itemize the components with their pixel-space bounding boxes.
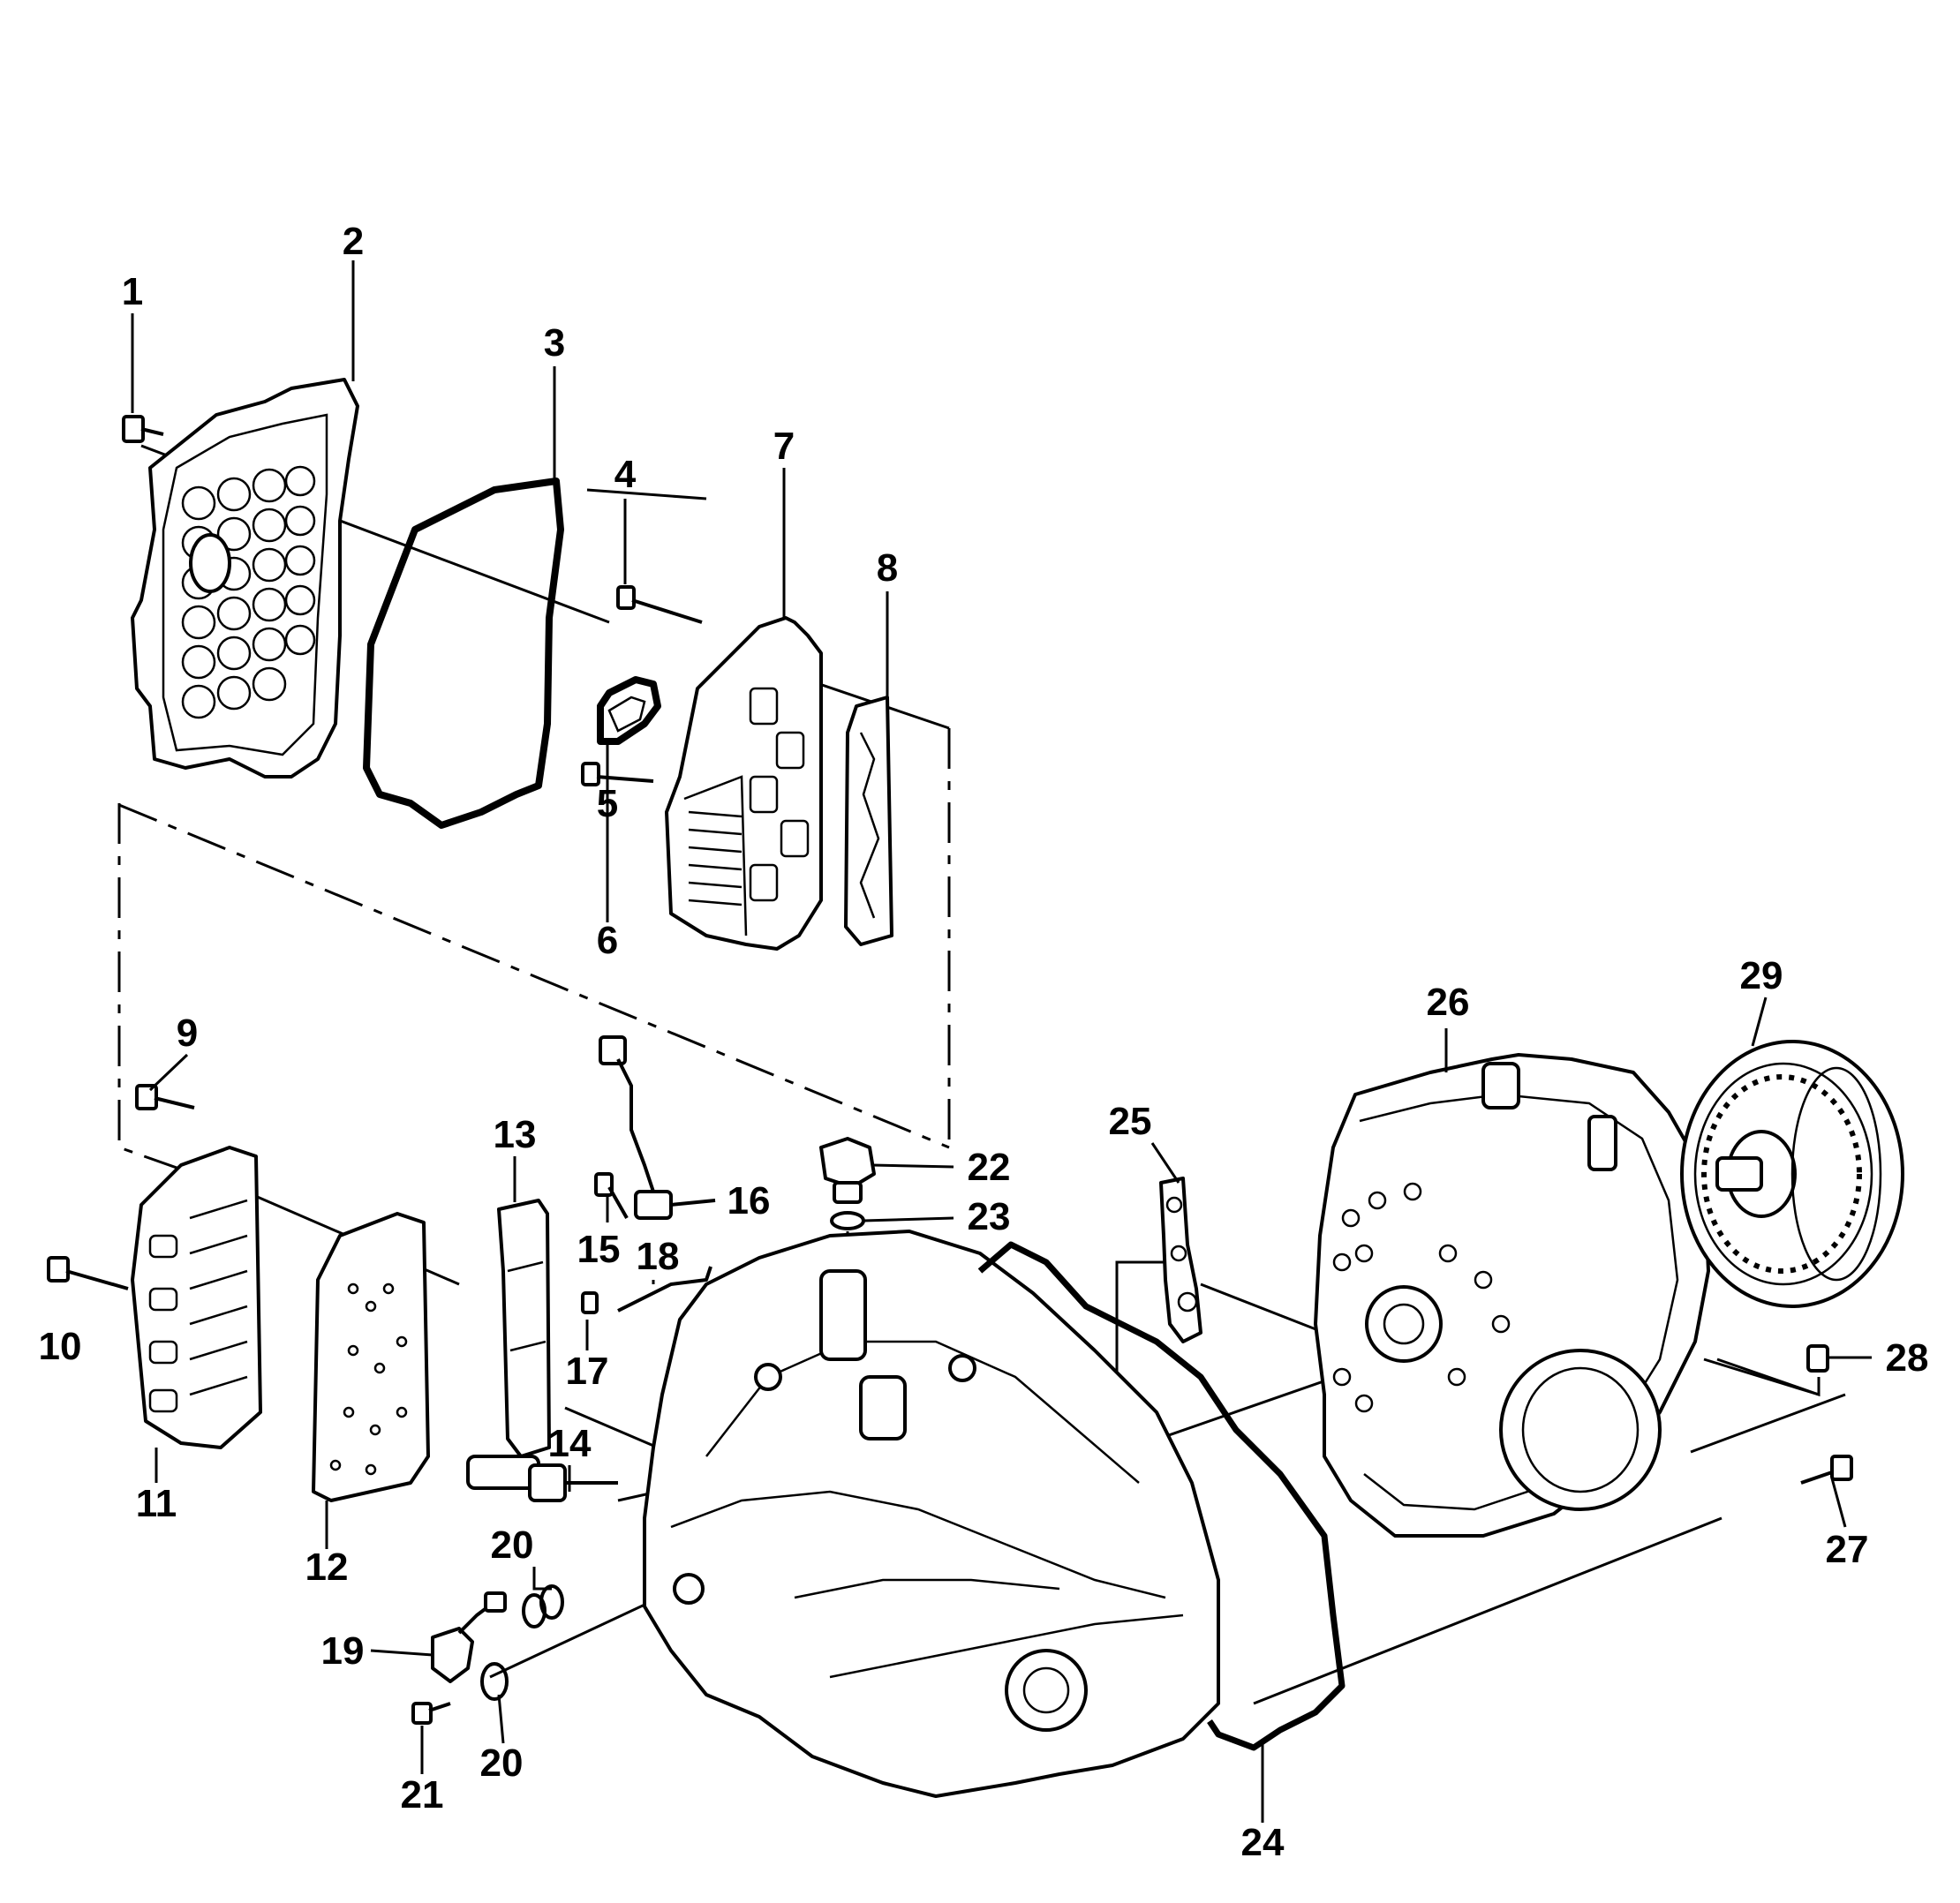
callout-8: 8 <box>877 546 898 590</box>
part-spacer-plate <box>844 696 893 946</box>
callout-4: 4 <box>614 453 637 496</box>
part-oring-20a <box>522 1584 564 1628</box>
callout-12: 12 <box>305 1546 349 1589</box>
callout-20-upper: 20 <box>491 1523 534 1567</box>
callout-28: 28 <box>1886 1336 1929 1380</box>
part-valve-body-cover <box>131 378 359 778</box>
part-cover-gasket <box>363 478 564 829</box>
part-bracket-18 <box>617 1266 712 1313</box>
callout-14: 14 <box>548 1422 592 1465</box>
part-control-valve-solenoid-body <box>665 616 823 951</box>
callout-11: 11 <box>136 1482 177 1525</box>
part-transmission-case <box>643 1230 1220 1798</box>
part-bolt-1 <box>122 415 164 443</box>
part-bolt-15 <box>594 1172 629 1219</box>
part-fill-cap-22 <box>819 1137 876 1204</box>
callout-26: 26 <box>1427 981 1470 1024</box>
callout-10: 10 <box>39 1325 82 1368</box>
part-filter <box>497 1199 551 1458</box>
part-oring-20b <box>480 1662 509 1701</box>
callout-1: 1 <box>122 270 143 313</box>
callout-3: 3 <box>544 321 565 365</box>
callout-29: 29 <box>1740 954 1783 997</box>
callout-24: 24 <box>1241 1821 1285 1864</box>
callout-20-lower: 20 <box>480 1741 524 1785</box>
part-valve-body <box>131 1146 262 1449</box>
callout-19: 19 <box>321 1629 365 1673</box>
callout-16: 16 <box>727 1179 771 1222</box>
callout-15: 15 <box>577 1228 621 1271</box>
callout-25: 25 <box>1109 1100 1152 1143</box>
callout-5: 5 <box>597 782 618 825</box>
part-bolt-4 <box>616 585 703 624</box>
callout-13: 13 <box>494 1113 537 1156</box>
callout-23: 23 <box>968 1195 1011 1238</box>
part-oring-23 <box>830 1211 865 1230</box>
callout-6: 6 <box>597 919 618 962</box>
part-bolt-10 <box>47 1256 129 1290</box>
part-bolt-17 <box>581 1291 599 1314</box>
callout-27: 27 <box>1826 1528 1869 1571</box>
callout-22: 22 <box>968 1146 1011 1189</box>
part-bolt-27 <box>1800 1455 1853 1485</box>
dashed-assembly-lines <box>117 728 951 1176</box>
callout-2: 2 <box>343 220 364 263</box>
part-torque-converter <box>1680 1040 1904 1308</box>
part-bolt-21 <box>411 1702 451 1725</box>
callout-labels: 1 2 3 4 5 6 7 8 9 10 11 12 13 14 15 16 1… <box>39 220 1929 1864</box>
part-converter-housing <box>1314 1053 1710 1538</box>
part-case-gasket <box>977 1241 1346 1751</box>
part-harness-16 <box>599 1035 716 1220</box>
part-plug-28 <box>1806 1344 1829 1373</box>
callout-21: 21 <box>401 1773 444 1816</box>
callout-7: 7 <box>773 425 795 468</box>
callout-9: 9 <box>177 1012 198 1055</box>
part-seal <box>597 676 661 745</box>
callout-17: 17 <box>566 1350 609 1393</box>
part-bolt-9 <box>135 1084 195 1110</box>
part-bracket-25 <box>1159 1177 1202 1343</box>
part-separator-plate <box>312 1212 430 1502</box>
part-connector-14 <box>466 1455 618 1502</box>
callout-18: 18 <box>637 1235 680 1278</box>
part-speed-sensor-19 <box>431 1591 507 1683</box>
leader-lines <box>131 260 1872 1823</box>
